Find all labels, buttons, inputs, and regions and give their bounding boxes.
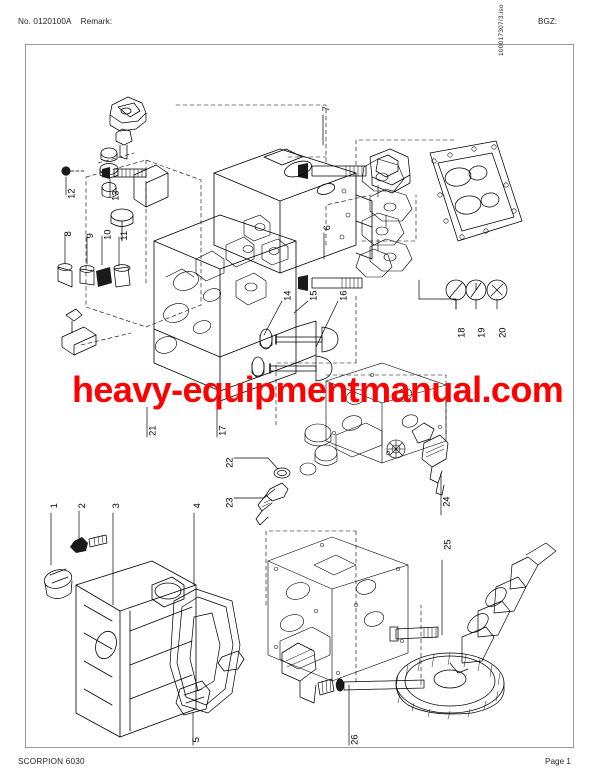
callout-4: 4 <box>190 503 202 509</box>
callout-6: 6 <box>320 225 332 231</box>
header-left-text: No. 0120100A Remark: <box>18 17 112 26</box>
callout-19: 19 <box>475 327 487 338</box>
callout-14: 14 <box>281 290 293 301</box>
callout-21: 21 <box>146 425 158 436</box>
page-header: No. 0120100A Remark: BGZ: <box>0 17 600 33</box>
callout-1: 1 <box>47 503 59 509</box>
callout-25: 25 <box>441 539 453 550</box>
callout-8: 8 <box>61 231 73 237</box>
page-number: Page 1 <box>545 757 571 766</box>
callout-17: 17 <box>216 425 228 436</box>
callout-10: 10 <box>101 229 113 240</box>
callout-18: 18 <box>455 327 467 338</box>
callout-15: 15 <box>307 290 319 301</box>
callout-7: 7 <box>319 106 331 112</box>
iso-reference-label: 100017307/3.iso <box>498 4 505 56</box>
callout-23: 23 <box>223 497 235 508</box>
callout-2: 2 <box>75 503 87 509</box>
callout-13: 13 <box>109 190 121 201</box>
callout-20: 20 <box>496 327 508 338</box>
remark-label: Remark: <box>80 17 113 26</box>
drawing-frame: 1 2 3 4 5 6 7 8 9 10 11 12 13 14 15 16 1… <box>25 44 574 748</box>
document-number: No. 0120100A <box>18 17 72 26</box>
bgz-label: BGZ: <box>538 17 558 26</box>
callout-26: 26 <box>348 734 360 745</box>
callout-24: 24 <box>440 496 452 507</box>
callout-3: 3 <box>109 503 121 509</box>
exploded-view-illustration <box>43 96 557 746</box>
callout-5: 5 <box>189 737 201 743</box>
callout-11: 11 <box>118 230 130 241</box>
model-label: SCORPION 6030 <box>18 757 85 766</box>
page-footer: SCORPION 6030 Page 1 <box>0 757 600 773</box>
watermark: heavy-equipmentmanual.com <box>72 369 564 410</box>
callout-16: 16 <box>337 290 349 301</box>
callout-9: 9 <box>83 233 95 239</box>
drawing-canvas: 1 2 3 4 5 6 7 8 9 10 11 12 13 14 15 16 1… <box>26 45 573 747</box>
callout-12: 12 <box>65 188 77 199</box>
callout-22: 22 <box>223 457 235 468</box>
